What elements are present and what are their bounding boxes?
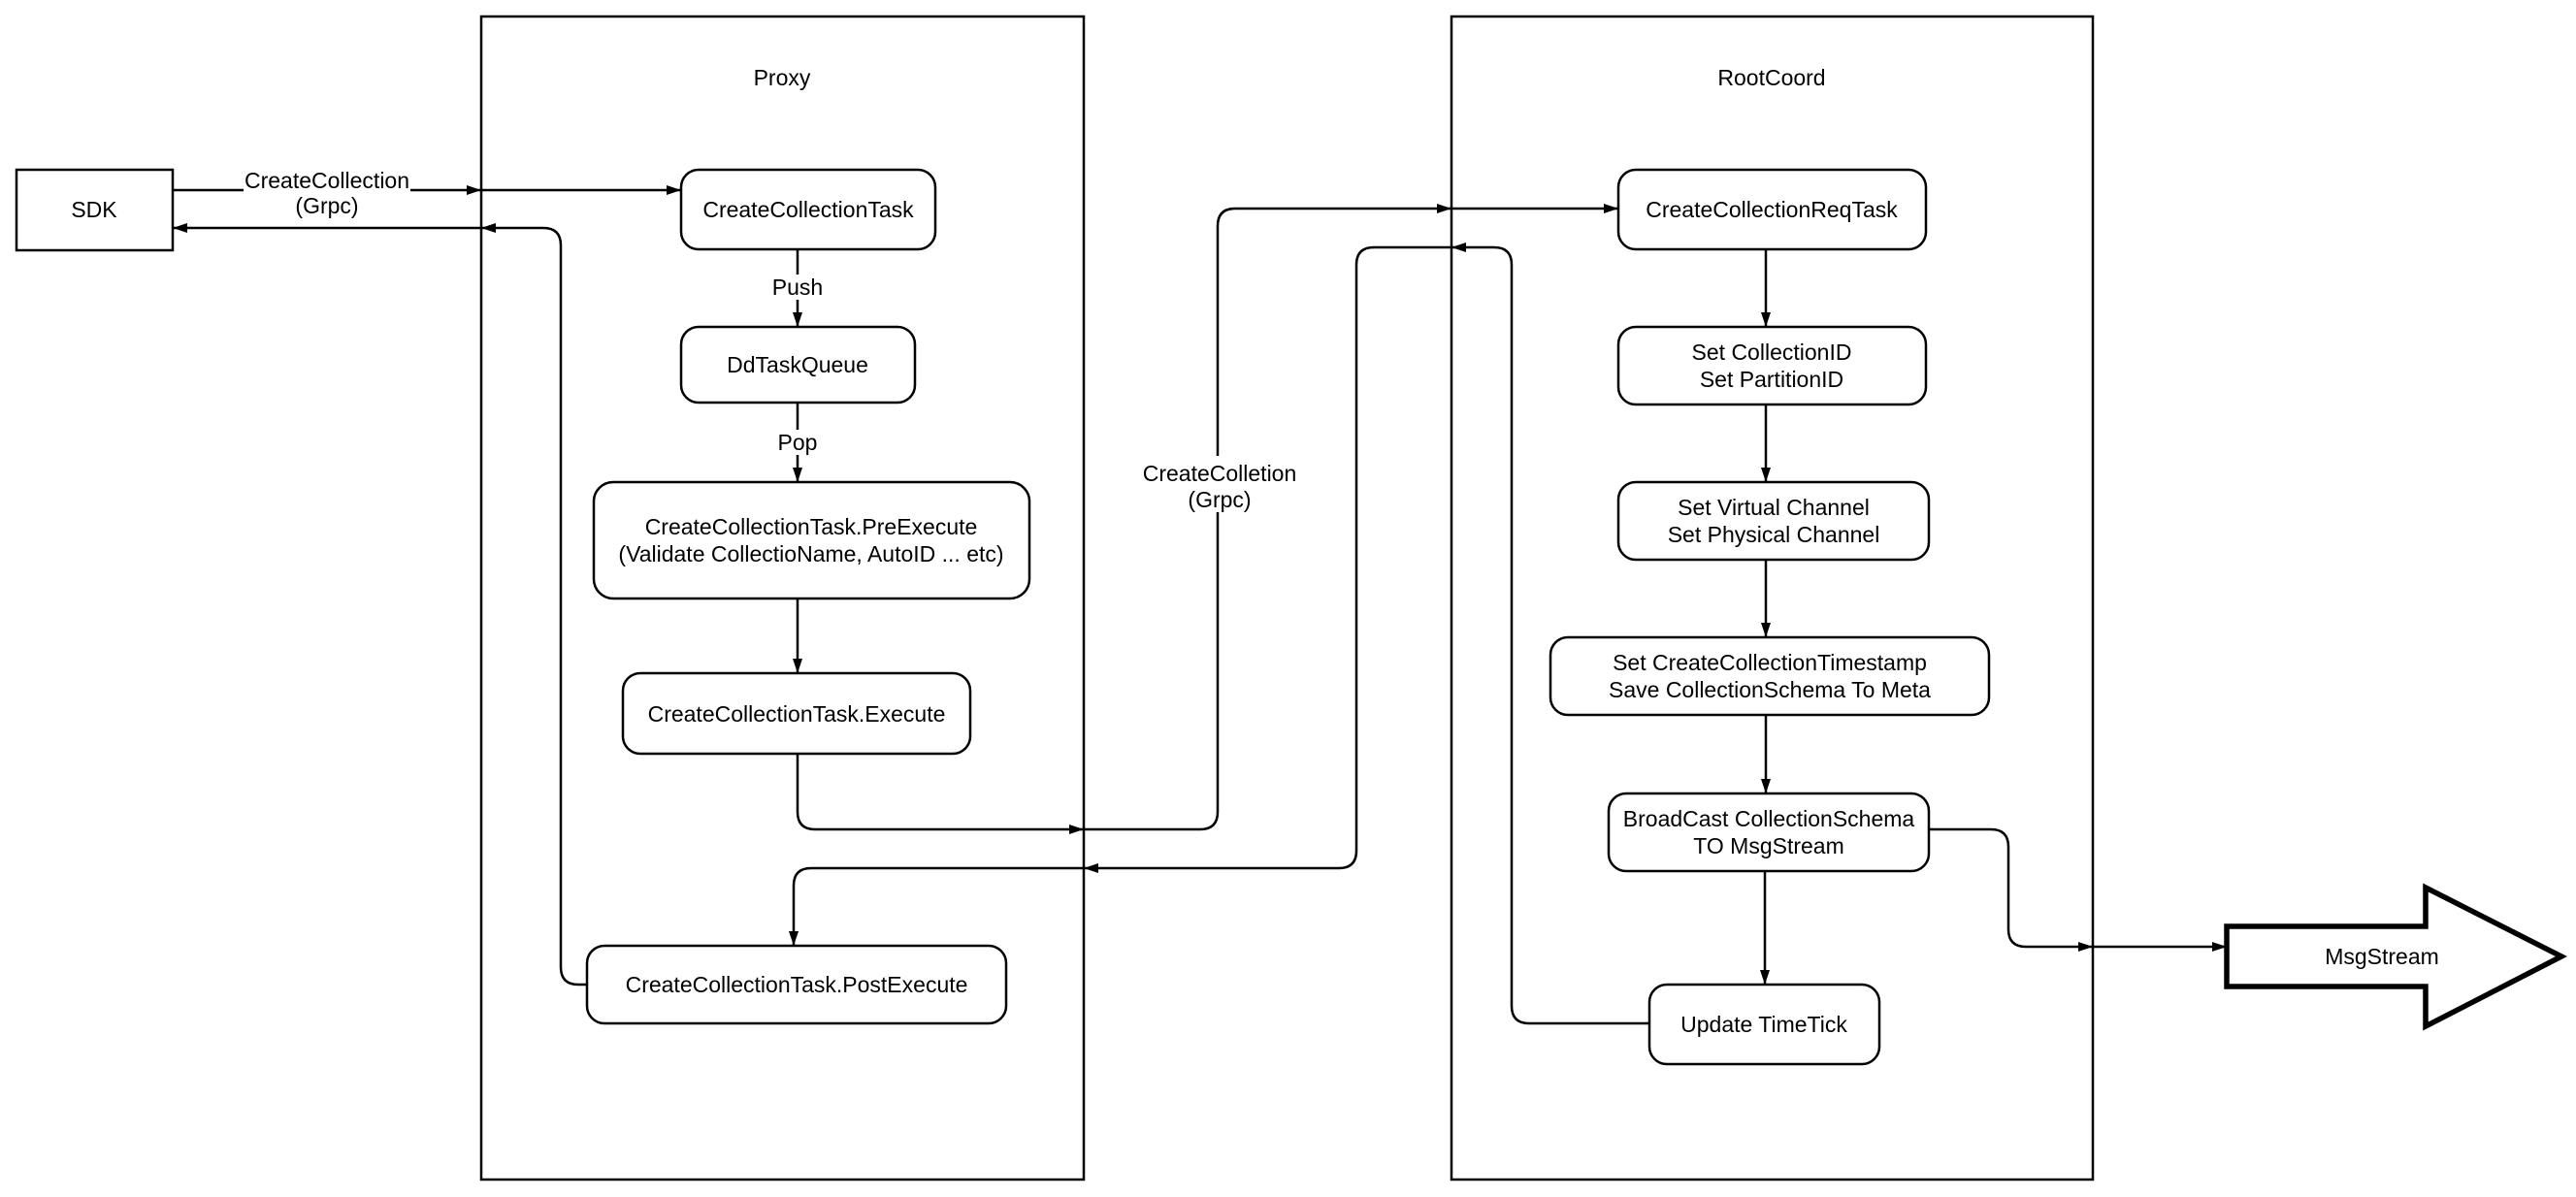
node-pre-execute: CreateCollectionTask.PreExecute (Validat… bbox=[592, 480, 1031, 600]
broadcast-label-line2: TO MsgStream bbox=[1693, 833, 1844, 858]
pre-execute-box bbox=[592, 480, 1031, 600]
node-sdk: SDK bbox=[15, 168, 175, 252]
set-timestamp-label-line2: Save CollectionSchema To Meta bbox=[1609, 677, 1931, 702]
node-set-ids: Set CollectionID Set PartitionID bbox=[1616, 325, 1928, 406]
node-post-execute: CreateCollectionTask.PostExecute bbox=[585, 944, 1008, 1025]
edge-label-push: Push bbox=[770, 275, 827, 300]
push-label: Push bbox=[772, 275, 823, 300]
set-ids-label-line2: Set PartitionID bbox=[1700, 367, 1843, 392]
node-msgstream: MsgStream bbox=[2224, 883, 2568, 1031]
node-set-channels: Set Virtual Channel Set Physical Channel bbox=[1616, 480, 1931, 562]
set-channels-label-line1: Set Virtual Channel bbox=[1678, 495, 1870, 520]
sdk-label: SDK bbox=[71, 197, 117, 222]
node-create-collection-task: CreateCollectionTask bbox=[679, 168, 937, 251]
set-ids-box bbox=[1616, 325, 1928, 406]
edge-return-to-proxy-border bbox=[1084, 245, 1451, 873]
req-task-box bbox=[1616, 168, 1928, 251]
edge-grpc-to-rootcoord-border bbox=[1084, 204, 1451, 831]
rootcoord-container bbox=[1450, 15, 2095, 1181]
node-set-timestamp: Set CreateCollectionTimestamp Save Colle… bbox=[1549, 635, 1991, 717]
set-timestamp-box bbox=[1549, 635, 1991, 717]
node-broadcast: BroadCast CollectionSchema TO MsgStream bbox=[1607, 792, 1931, 873]
execute-box bbox=[621, 671, 972, 756]
set-ids-label-line1: Set CollectionID bbox=[1692, 340, 1852, 365]
edge-label-line1: CreateColletion bbox=[1143, 461, 1297, 486]
pop-label: Pop bbox=[778, 430, 818, 455]
msgstream-arrow-shape bbox=[2224, 883, 2568, 1031]
rootcoord-container-title: RootCoord bbox=[1717, 65, 1825, 90]
req-task-label: CreateCollectionReqTask bbox=[1646, 197, 1898, 222]
edge-label-line1: CreateCollection bbox=[245, 168, 409, 193]
label-background bbox=[1141, 456, 1298, 512]
label-background bbox=[770, 275, 827, 300]
edge-broadcast-to-rootcoord-border bbox=[1929, 827, 2093, 952]
proxy-container bbox=[479, 15, 1086, 1181]
edge-proxy-to-postexecute bbox=[789, 866, 1084, 946]
edge-updatetimetick-to-rootcoord-border bbox=[1451, 243, 1649, 1025]
proxy-container-title: Proxy bbox=[754, 65, 811, 90]
set-channels-label-line2: Set Physical Channel bbox=[1668, 522, 1880, 547]
dd-task-queue-box bbox=[679, 325, 917, 404]
set-timestamp-label-line1: Set CreateCollectionTimestamp bbox=[1613, 650, 1927, 675]
node-update-timetick: Update TimeTick bbox=[1647, 983, 1881, 1066]
broadcast-label-line1: BroadCast CollectionSchema bbox=[1623, 806, 1915, 831]
broadcast-box bbox=[1607, 792, 1931, 873]
node-create-collection-req-task: CreateCollectionReqTask bbox=[1616, 168, 1928, 251]
label-background bbox=[774, 430, 821, 455]
pre-execute-label-line2: (Validate CollectioName, AutoID ... etc) bbox=[618, 541, 1003, 566]
update-timetick-box bbox=[1647, 983, 1881, 1066]
msgstream-label: MsgStream bbox=[2325, 944, 2439, 969]
post-execute-label: CreateCollectionTask.PostExecute bbox=[626, 972, 968, 997]
set-channels-box bbox=[1616, 480, 1931, 562]
create-collection-task-label: CreateCollectionTask bbox=[702, 197, 914, 222]
node-dd-task-queue: DdTaskQueue bbox=[679, 325, 917, 404]
pre-execute-label-line1: CreateCollectionTask.PreExecute bbox=[645, 514, 978, 539]
post-execute-box bbox=[585, 944, 1008, 1025]
sdk-box bbox=[15, 168, 175, 252]
edge-label-pop: Pop bbox=[774, 430, 821, 455]
dd-task-queue-label: DdTaskQueue bbox=[727, 352, 868, 377]
execute-label: CreateCollectionTask.Execute bbox=[648, 701, 946, 727]
create-collection-task-box bbox=[679, 168, 937, 251]
edge-label-createcolletion-grpc: CreateColletion (Grpc) bbox=[1141, 456, 1298, 512]
node-execute: CreateCollectionTask.Execute bbox=[621, 671, 972, 756]
edge-label-line2: (Grpc) bbox=[1188, 487, 1251, 512]
edge-execute-to-proxy-border bbox=[796, 754, 1084, 834]
edge-label-createcollection-grpc: CreateCollection (Grpc) bbox=[244, 165, 410, 219]
edge-label-line2: (Grpc) bbox=[295, 193, 358, 218]
edge-postexecute-to-proxy-border bbox=[481, 223, 587, 987]
update-timetick-label: Update TimeTick bbox=[1680, 1012, 1847, 1037]
label-background bbox=[244, 165, 410, 219]
